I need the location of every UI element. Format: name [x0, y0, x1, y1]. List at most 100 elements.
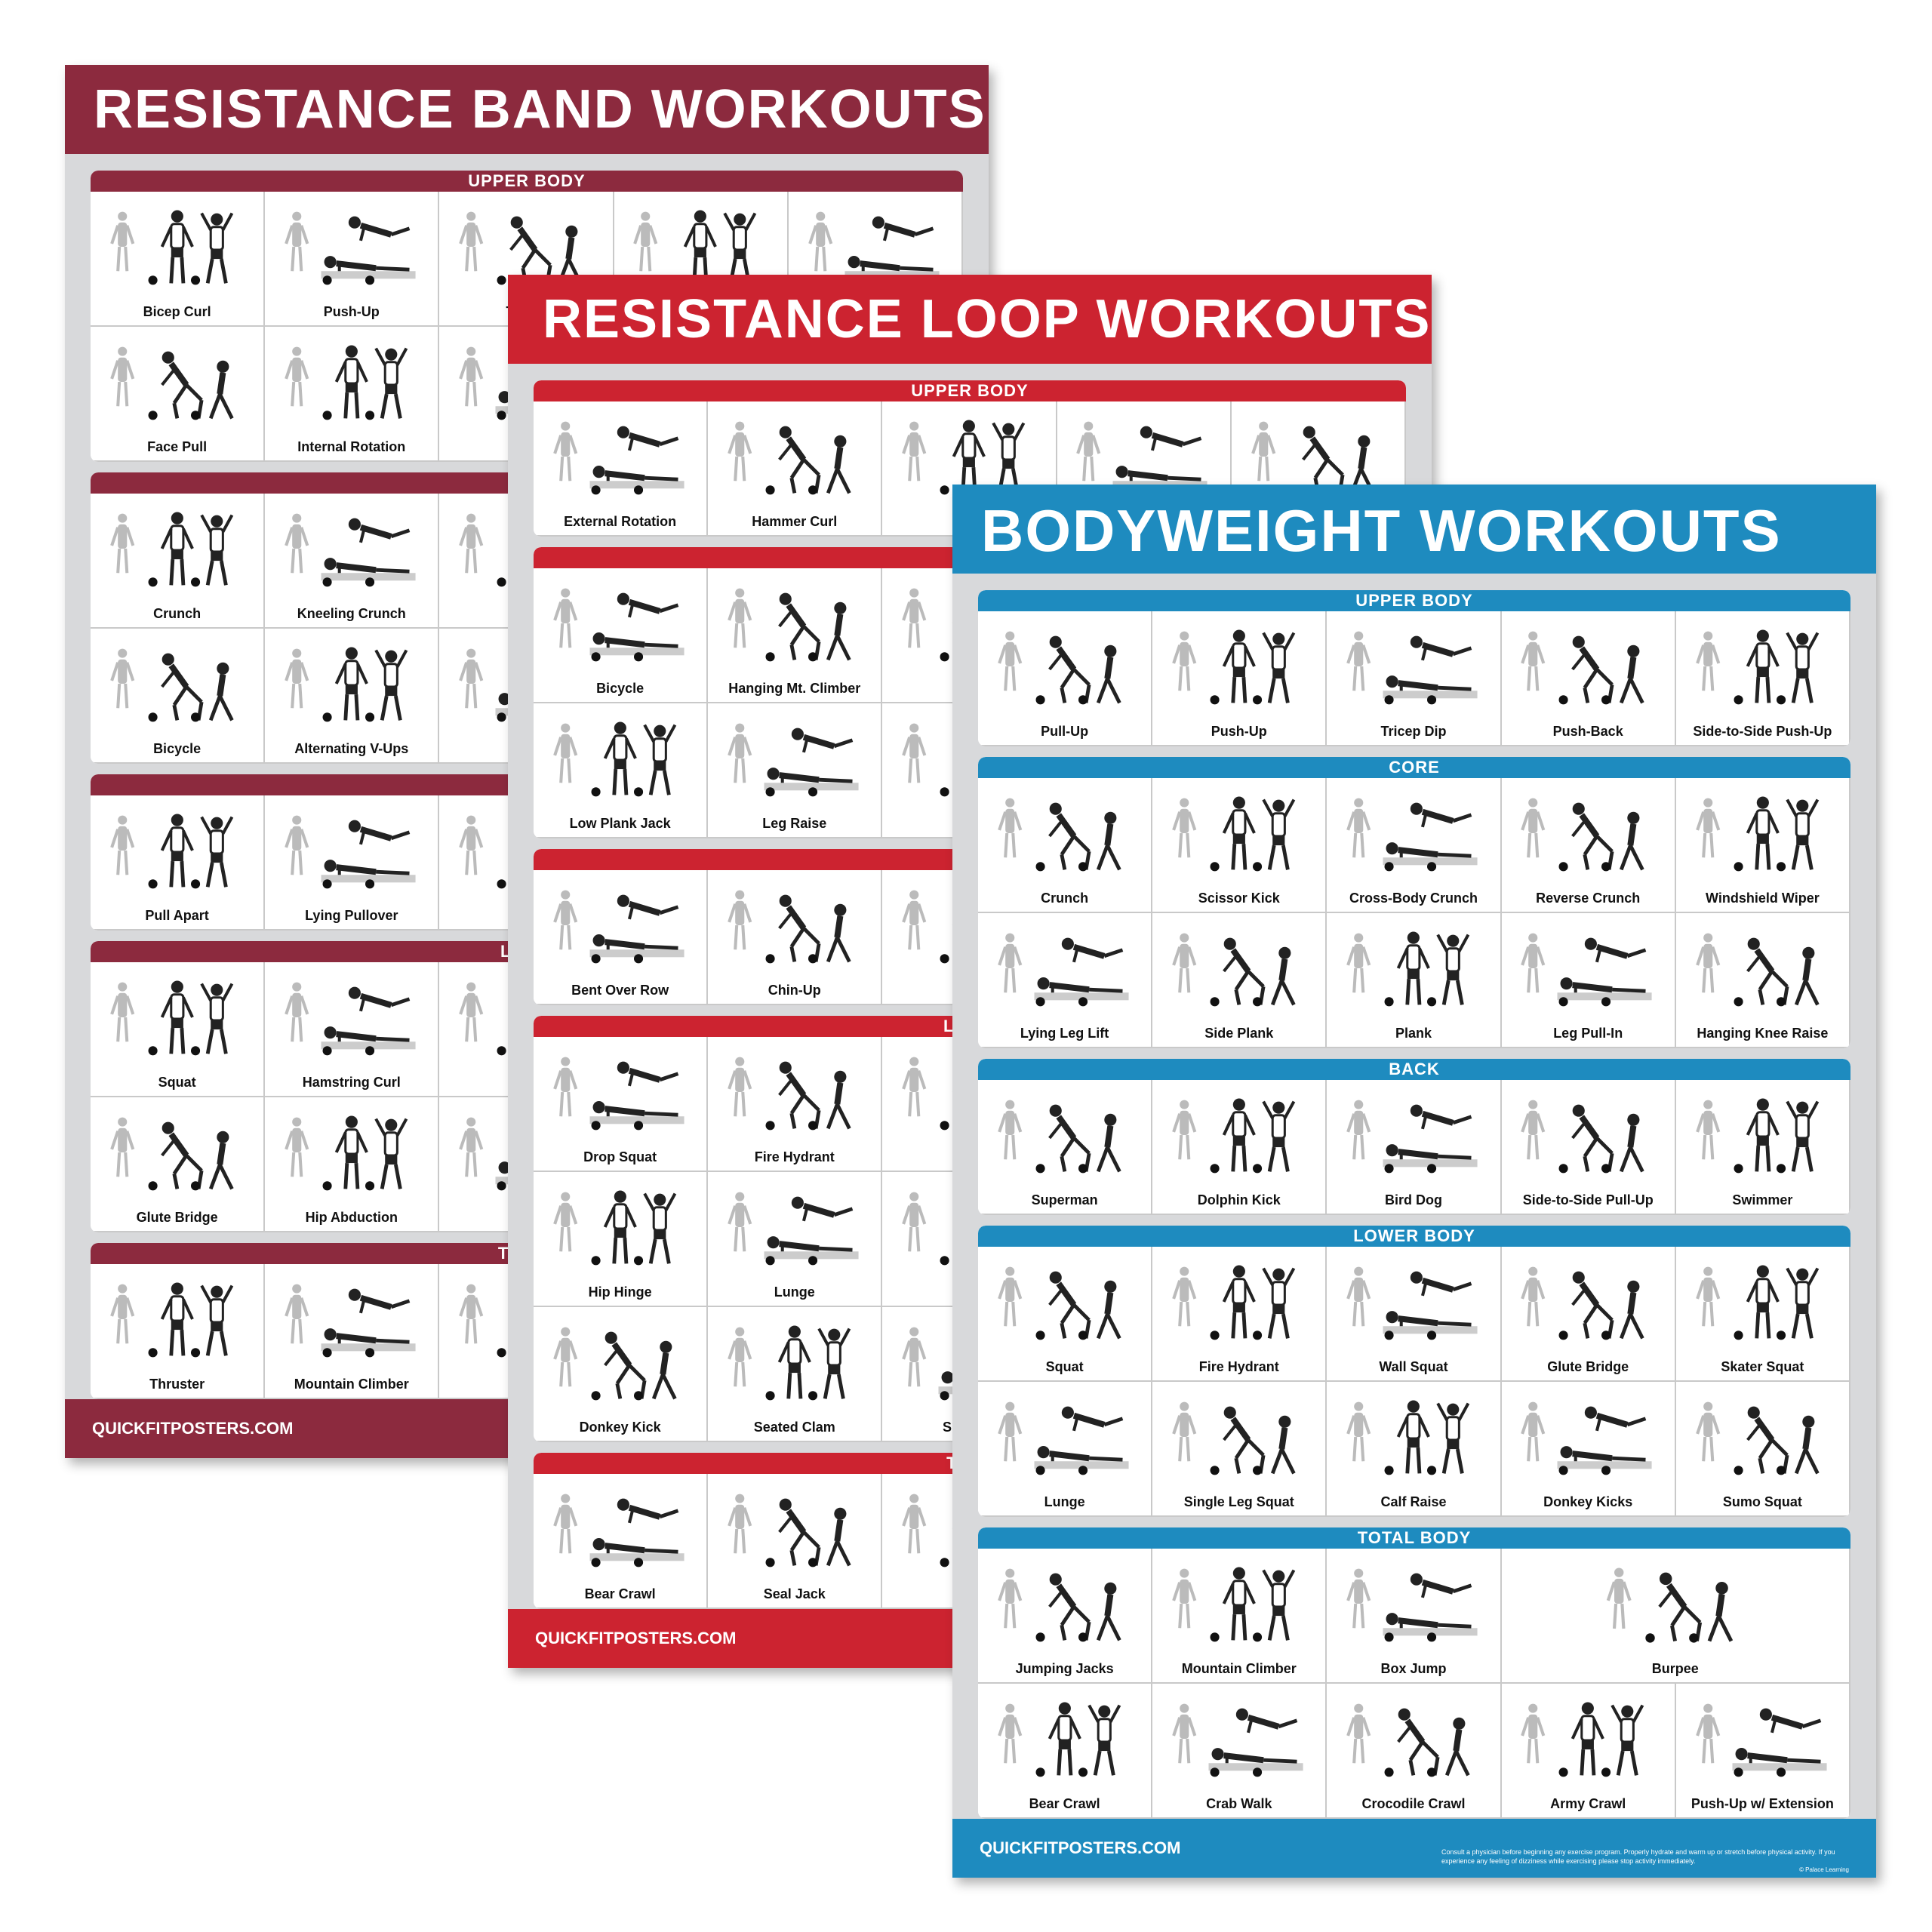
exercise-label: Bicep Curl [143, 303, 211, 319]
exercise-card: Crab Walk [1152, 1684, 1327, 1819]
exercise-card: Mountain Climber [1152, 1549, 1327, 1684]
exercise-card: Lunge [978, 1382, 1153, 1517]
exercise-figure-icon [1383, 1104, 1478, 1167]
exercise-card: Kneeling Crunch [265, 494, 440, 629]
exercise-illustration [544, 1315, 697, 1409]
muscle-map-icon [728, 1057, 752, 1116]
poster-title: RESISTANCE LOOP WORKOUTS [508, 275, 1432, 364]
exercise-card [788, 192, 963, 327]
muscle-map-icon [285, 982, 309, 1041]
muscle-map-icon [997, 1401, 1023, 1461]
exercise-label: Fire Hydrant [1198, 1358, 1279, 1374]
muscle-map-icon [1172, 1266, 1197, 1326]
exercise-figure-icon [589, 1498, 685, 1561]
exercise-label: Leg Raise [762, 815, 827, 831]
exercise-label: Wall Squat [1379, 1358, 1448, 1374]
muscle-map-icon [109, 1117, 135, 1177]
exercise-illustration [1512, 1390, 1664, 1484]
exercise-label: Kneeling Crunch [297, 605, 406, 621]
exercise-label: Calf Raise [1380, 1494, 1447, 1509]
muscle-map-icon [1695, 631, 1720, 691]
exercise-card: Seated Clam [708, 1307, 883, 1442]
exercise-label: Push-Back [1552, 723, 1623, 739]
exercise-illustration [1687, 620, 1839, 713]
exercise-label: Push-Up [1211, 723, 1267, 739]
muscle-map-icon [1521, 1100, 1546, 1159]
muscle-map-icon [997, 631, 1023, 691]
exercise-figure-icon [321, 518, 416, 580]
exercise-label: Mountain Climber [1181, 1660, 1297, 1676]
exercise-illustration [718, 878, 871, 972]
exercise-label: Lying Leg Lift [1020, 1025, 1109, 1041]
muscle-map-icon [1172, 1568, 1197, 1628]
muscle-map-icon [109, 648, 135, 708]
exercise-card: Burpee [1501, 1549, 1850, 1684]
exercise-label: Crocodile Crawl [1361, 1795, 1466, 1811]
exercise-illustration [718, 410, 871, 503]
exercise-figure-icon [778, 426, 851, 494]
exercise-figure-icon [160, 653, 234, 721]
exercise-card: Hanging Knee Raise [1675, 913, 1850, 1048]
muscle-map-icon [285, 815, 309, 875]
exercise-card: Donkey Kick [534, 1307, 709, 1442]
muscle-map-icon [1346, 798, 1371, 857]
exercise-illustration [989, 1390, 1141, 1484]
exercise-figure-icon [1383, 635, 1478, 698]
exercise-illustration [101, 637, 254, 731]
muscle-map-icon [552, 890, 578, 949]
muscle-map-icon [285, 1284, 309, 1343]
exercise-label: Army Crawl [1550, 1795, 1626, 1811]
muscle-map-icon [1695, 1266, 1720, 1326]
exercise-card: Bear Crawl [978, 1684, 1153, 1819]
exercise-label: Jumping Jacks [1015, 1660, 1114, 1676]
exercise-illustration [275, 502, 428, 595]
exercise-figure-icon [1222, 1265, 1296, 1339]
exercise-illustration [1163, 1692, 1315, 1786]
exercise-figure-icon [321, 216, 416, 278]
exercise-figure-icon [321, 986, 416, 1049]
exercise-label: Side-to-Side Push-Up [1693, 723, 1832, 739]
exercise-illustration [989, 921, 1141, 1015]
muscle-map-icon [902, 890, 927, 949]
exercise-illustration [1337, 921, 1490, 1015]
exercise-figure-icon [1571, 635, 1644, 704]
muscle-map-icon [1521, 1703, 1546, 1763]
exercise-card: External Rotation [534, 401, 709, 537]
exercise-card: Sumo Squat [1675, 1382, 1850, 1517]
exercise-figure-icon [1048, 1702, 1121, 1776]
muscle-map-icon [728, 1494, 752, 1553]
muscle-map-icon [1076, 421, 1101, 481]
exercise-illustration [989, 786, 1141, 880]
exercise-label: Dolphin Kick [1197, 1192, 1281, 1208]
exercise-card: Crunch [91, 494, 266, 629]
exercise-illustration [101, 971, 254, 1064]
exercise-card: Low Plank Jack [534, 703, 709, 838]
muscle-map-icon [808, 211, 832, 271]
exercise-illustration [1337, 620, 1490, 713]
exercise-label: Donkey Kick [579, 1419, 661, 1435]
exercise-label: Lying Pullover [305, 907, 398, 923]
muscle-map-icon [997, 1100, 1023, 1159]
muscle-map-icon [902, 1327, 927, 1386]
exercise-figure-icon [1048, 802, 1121, 871]
exercise-illustration [544, 577, 697, 670]
exercise-label: Side Plank [1204, 1025, 1274, 1041]
exercise-figure-icon [844, 216, 940, 278]
exercise-figure-icon [603, 1331, 677, 1400]
exercise-label: Low Plank Jack [569, 815, 671, 831]
exercise-label: Hip Abduction [305, 1209, 398, 1225]
exercise-illustration [275, 804, 428, 897]
exercise-illustration [101, 804, 254, 897]
exercise-card: Drop Squat [534, 1037, 709, 1172]
exercise-illustration [544, 1482, 697, 1576]
exercise-figure-icon [778, 1498, 851, 1567]
exercise-card: Bicep Curl [91, 192, 266, 327]
exercise-label: Fire Hydrant [754, 1149, 835, 1164]
muscle-map-icon [109, 1284, 135, 1343]
exercise-figure-icon [1222, 796, 1296, 870]
muscle-map-icon [997, 1703, 1023, 1763]
poster-title: RESISTANCE BAND WORKOUTS [65, 65, 989, 154]
exercise-label: Internal Rotation [297, 438, 406, 454]
exercise-figure-icon [160, 980, 233, 1054]
exercise-card: Face Pull [91, 327, 266, 462]
